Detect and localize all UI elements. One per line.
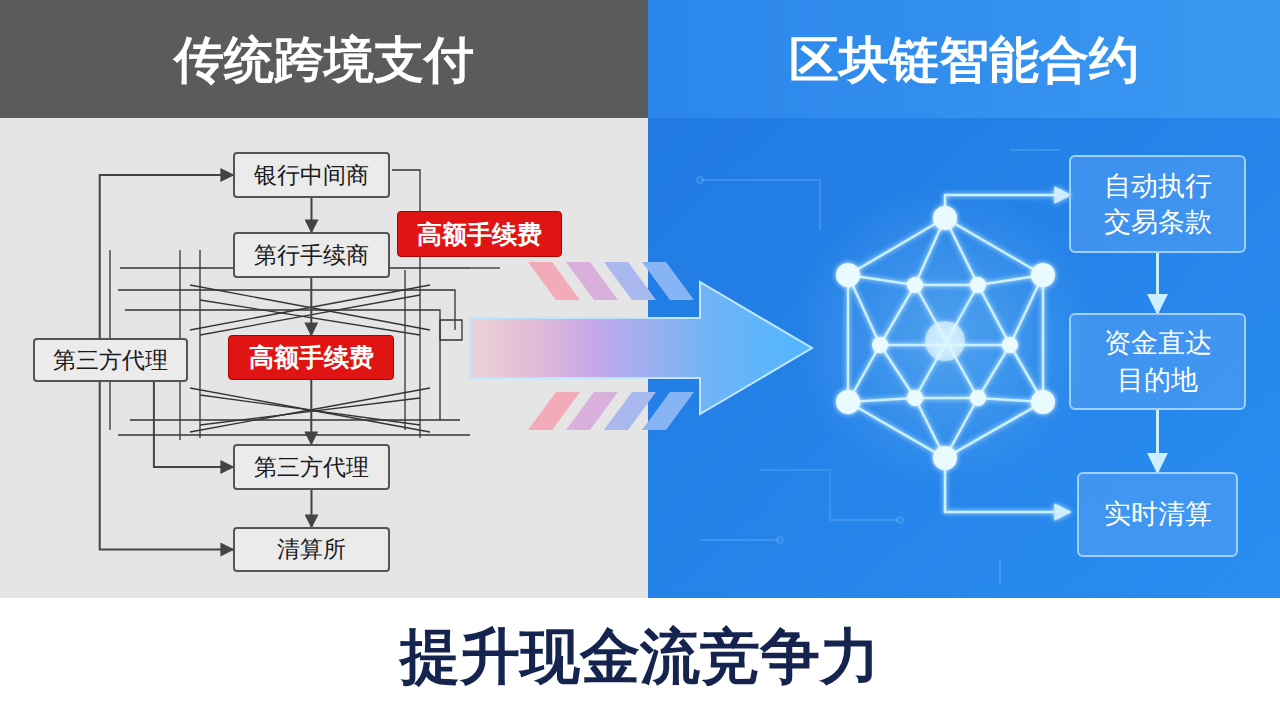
node-text: 银行中间商 — [254, 160, 369, 191]
right-header — [648, 0, 1280, 118]
caption-band — [0, 598, 1280, 720]
left-header — [0, 0, 648, 118]
left-panel — [0, 0, 648, 598]
node-text: 第行手续商 — [254, 240, 369, 271]
connector-arrow — [100, 175, 233, 338]
node-text: 自动执行 交易条款 — [1071, 168, 1244, 241]
process-box: 清算所 — [233, 527, 390, 572]
fee-badge: 高额手续费 — [397, 211, 562, 257]
node-text: 实时清算 — [1104, 496, 1212, 532]
node-text: 第三方代理 — [254, 452, 369, 483]
panel-heading: 区块链智能合约 — [789, 27, 1139, 94]
panel-heading: 传统跨境支付 — [174, 27, 474, 94]
connector-arrow — [311, 198, 313, 232]
transition-arrow — [470, 282, 812, 414]
node-text: 高额手续费 — [249, 341, 374, 374]
step-box: 实时清算 — [1077, 472, 1238, 557]
connector-arrow — [310, 278, 312, 335]
process-box: 第行手续商 — [233, 232, 390, 278]
node-text: 高额手续费 — [417, 218, 542, 251]
node-text: 清算所 — [277, 534, 346, 565]
process-box: 银行中间商 — [233, 152, 390, 198]
connector-arrow — [311, 490, 313, 527]
process-box: 第三方代理 — [233, 444, 390, 490]
node-text: 第三方代理 — [53, 345, 168, 376]
caption: 提升现金流竞争力 — [400, 617, 880, 698]
right-panel — [648, 0, 1280, 598]
step-box: 自动执行 交易条款 — [1069, 155, 1246, 253]
step-box: 资金直达 目的地 — [1069, 313, 1246, 410]
connector-arrow — [310, 380, 312, 444]
connector-arrow — [100, 382, 233, 550]
connector-arrow — [1156, 253, 1159, 313]
blockchain-network — [795, 188, 1095, 512]
node-text: 资金直达 目的地 — [1071, 325, 1244, 398]
connector-arrow — [154, 382, 233, 467]
connector-arrow — [1156, 410, 1159, 472]
process-box: 第三方代理 — [33, 338, 188, 382]
fee-badge: 高额手续费 — [228, 335, 394, 380]
